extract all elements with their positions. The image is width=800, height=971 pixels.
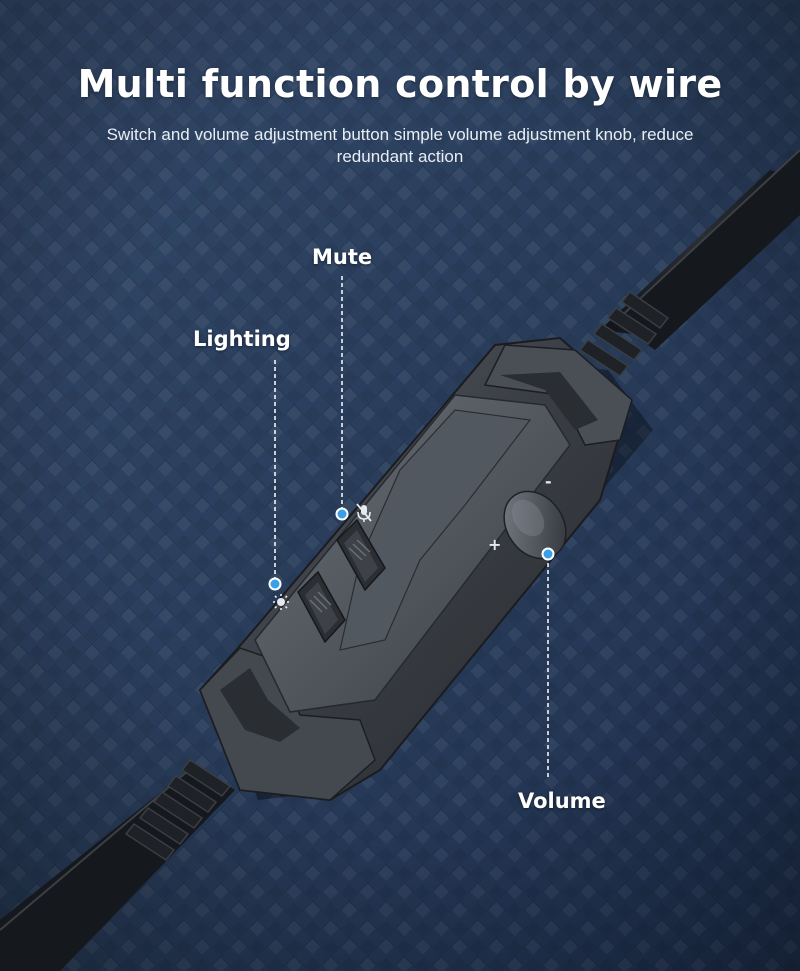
callout-dots	[268, 507, 555, 591]
lighting-dot	[268, 577, 282, 591]
lighting-label: Lighting	[193, 327, 291, 351]
mute-dot	[335, 507, 349, 521]
lighting-icon	[273, 594, 289, 610]
volume-knob[interactable]	[491, 479, 578, 570]
cable-lower	[0, 759, 235, 971]
lighting-switch[interactable]	[297, 570, 346, 644]
inline-controller: - +	[198, 336, 653, 802]
volume-dot	[541, 547, 555, 561]
cable-upper	[578, 149, 800, 377]
page-subtitle: Switch and volume adjustment button simp…	[106, 125, 694, 166]
volume-minus-mark: -	[545, 472, 552, 491]
mute-icon	[356, 503, 372, 522]
mute-label: Mute	[312, 245, 373, 269]
callout-lines	[274, 276, 549, 780]
volume-label: Volume	[518, 789, 606, 813]
volume-plus-mark: +	[488, 535, 501, 554]
page-title: Multi function control by wire	[77, 62, 723, 106]
mute-switch[interactable]	[336, 518, 386, 592]
